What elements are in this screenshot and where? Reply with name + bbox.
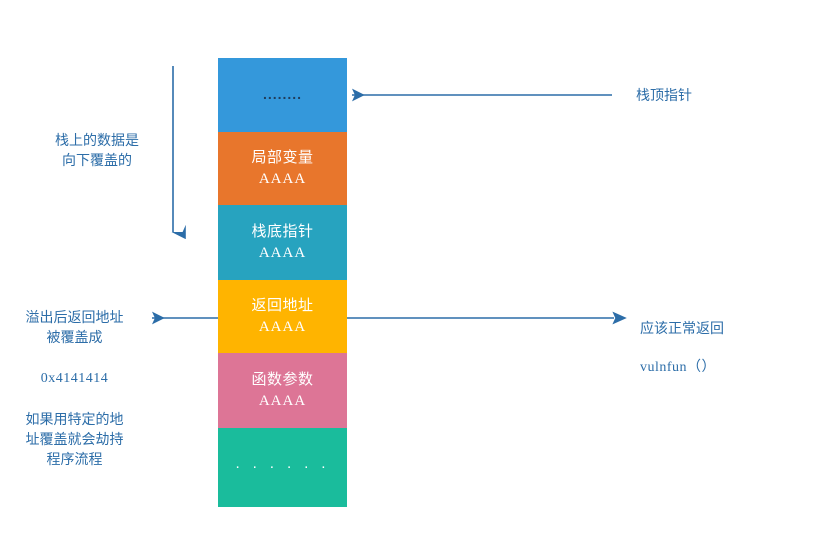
ellipsis-dots-bottom: · · · · · · bbox=[235, 458, 330, 476]
stack-block-bottom-filler: · · · · · · bbox=[218, 428, 347, 507]
stack-block-func-args-value: AAAA bbox=[258, 392, 307, 409]
stack-block-return-address-value: AAAA bbox=[258, 318, 307, 335]
annotation-growth-direction: 栈上的数据是 向下覆盖的 bbox=[55, 132, 139, 168]
stack-block-func-args-label: 函数参数 bbox=[251, 370, 314, 388]
stack-column: ........ 局部变量 AAAA 栈底指针 AAAA 返回地址 AAAA 函… bbox=[218, 58, 347, 507]
stack-block-base-pointer-value: AAAA bbox=[258, 244, 307, 261]
annotation-overflow-address: 0x4141414 bbox=[40, 371, 109, 386]
stack-block-local-vars-value: AAAA bbox=[258, 170, 307, 187]
stack-block-return-address: 返回地址 AAAA bbox=[218, 280, 347, 353]
stack-block-return-address-label: 返回地址 bbox=[251, 296, 314, 314]
stack-block-local-vars: 局部变量 AAAA bbox=[218, 132, 347, 205]
annotation-overflow-line1: 溢出后返回地址 被覆盖成 bbox=[25, 309, 124, 345]
annotation-normal-return: 应该正常返回 vulnfun（） bbox=[640, 298, 810, 398]
annotation-normal-return-line2: vulnfun（） bbox=[640, 360, 717, 375]
stack-block-top-filler: ........ bbox=[218, 58, 347, 132]
annotation-overflow-note: 溢出后返回地址 被覆盖成 0x4141414 如果用特定的地 址覆盖就会劫持 程… bbox=[2, 287, 147, 469]
stack-block-local-vars-label: 局部变量 bbox=[251, 148, 314, 166]
ellipsis-dots-top: ........ bbox=[262, 86, 303, 103]
annotation-stack-top-pointer: 栈顶指针 bbox=[636, 87, 692, 103]
annotation-overflow-line2: 如果用特定的地 址覆盖就会劫持 程序流程 bbox=[25, 411, 124, 467]
stack-block-base-pointer: 栈底指针 AAAA bbox=[218, 205, 347, 280]
stack-block-func-args: 函数参数 AAAA bbox=[218, 353, 347, 428]
stack-block-base-pointer-label: 栈底指针 bbox=[251, 222, 314, 240]
annotation-normal-return-line1: 应该正常返回 bbox=[640, 320, 724, 336]
